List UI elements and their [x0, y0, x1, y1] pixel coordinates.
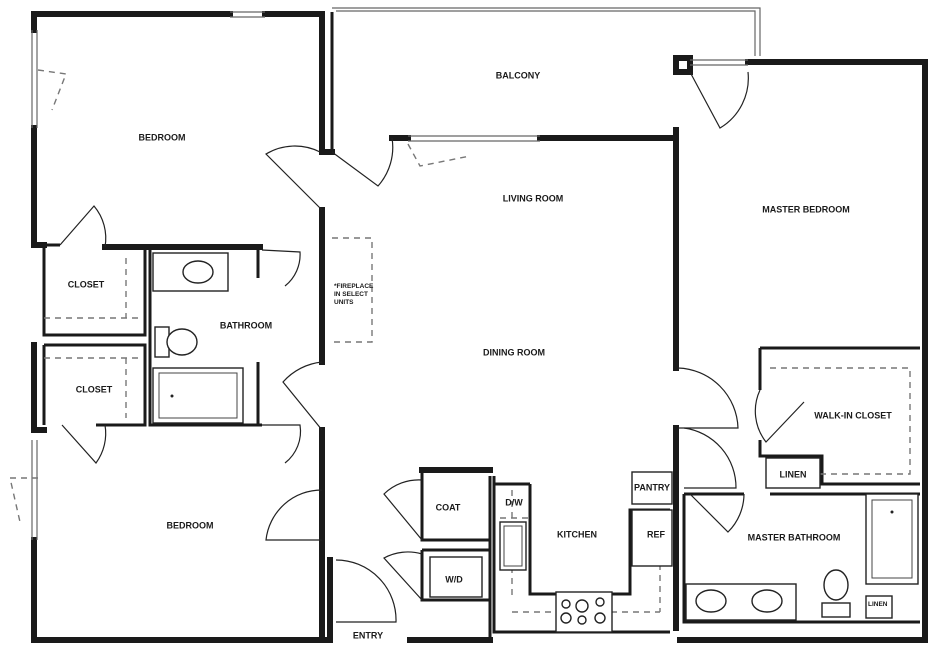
label-fireplace-note-1: *FIREPLACE: [334, 283, 374, 290]
living-area: [332, 237, 373, 343]
label-bedroom-2: BEDROOM: [167, 520, 214, 530]
label-bedroom-1: BEDROOM: [139, 132, 186, 142]
master-suite: [677, 346, 920, 624]
label-fireplace-note-2: IN SELECT: [334, 291, 368, 298]
kitchen-area: [335, 467, 673, 634]
label-dw: D/W: [505, 497, 523, 507]
label-wd: W/D: [445, 574, 463, 584]
label-dining-room: DINING ROOM: [483, 347, 545, 357]
label-closet-2: CLOSET: [76, 384, 113, 394]
label-kitchen: KITCHEN: [557, 529, 597, 539]
label-entry: ENTRY: [353, 630, 383, 640]
label-linen-2: LINEN: [868, 601, 888, 608]
label-linen-1: LINEN: [780, 469, 807, 479]
room-labels: BEDROOM CLOSET CLOSET BATHROOM BEDROOM B…: [68, 70, 893, 640]
label-balcony: BALCONY: [496, 70, 541, 80]
left-wing: [9, 69, 323, 541]
label-walk-in-closet: WALK-IN CLOSET: [814, 410, 892, 420]
windows: [31, 11, 748, 540]
balcony-area: [331, 71, 749, 187]
label-fireplace-note-3: UNITS: [334, 299, 354, 306]
label-bathroom: BATHROOM: [220, 320, 272, 330]
label-master-bathroom: MASTER BATHROOM: [748, 532, 841, 542]
label-ref: REF: [647, 529, 666, 539]
label-coat: COAT: [436, 502, 461, 512]
label-closet-1: CLOSET: [68, 279, 105, 289]
label-pantry: PANTRY: [634, 482, 670, 492]
label-master-bedroom: MASTER BEDROOM: [762, 204, 850, 214]
label-living-room: LIVING ROOM: [503, 193, 564, 203]
walls: [31, 7, 928, 643]
